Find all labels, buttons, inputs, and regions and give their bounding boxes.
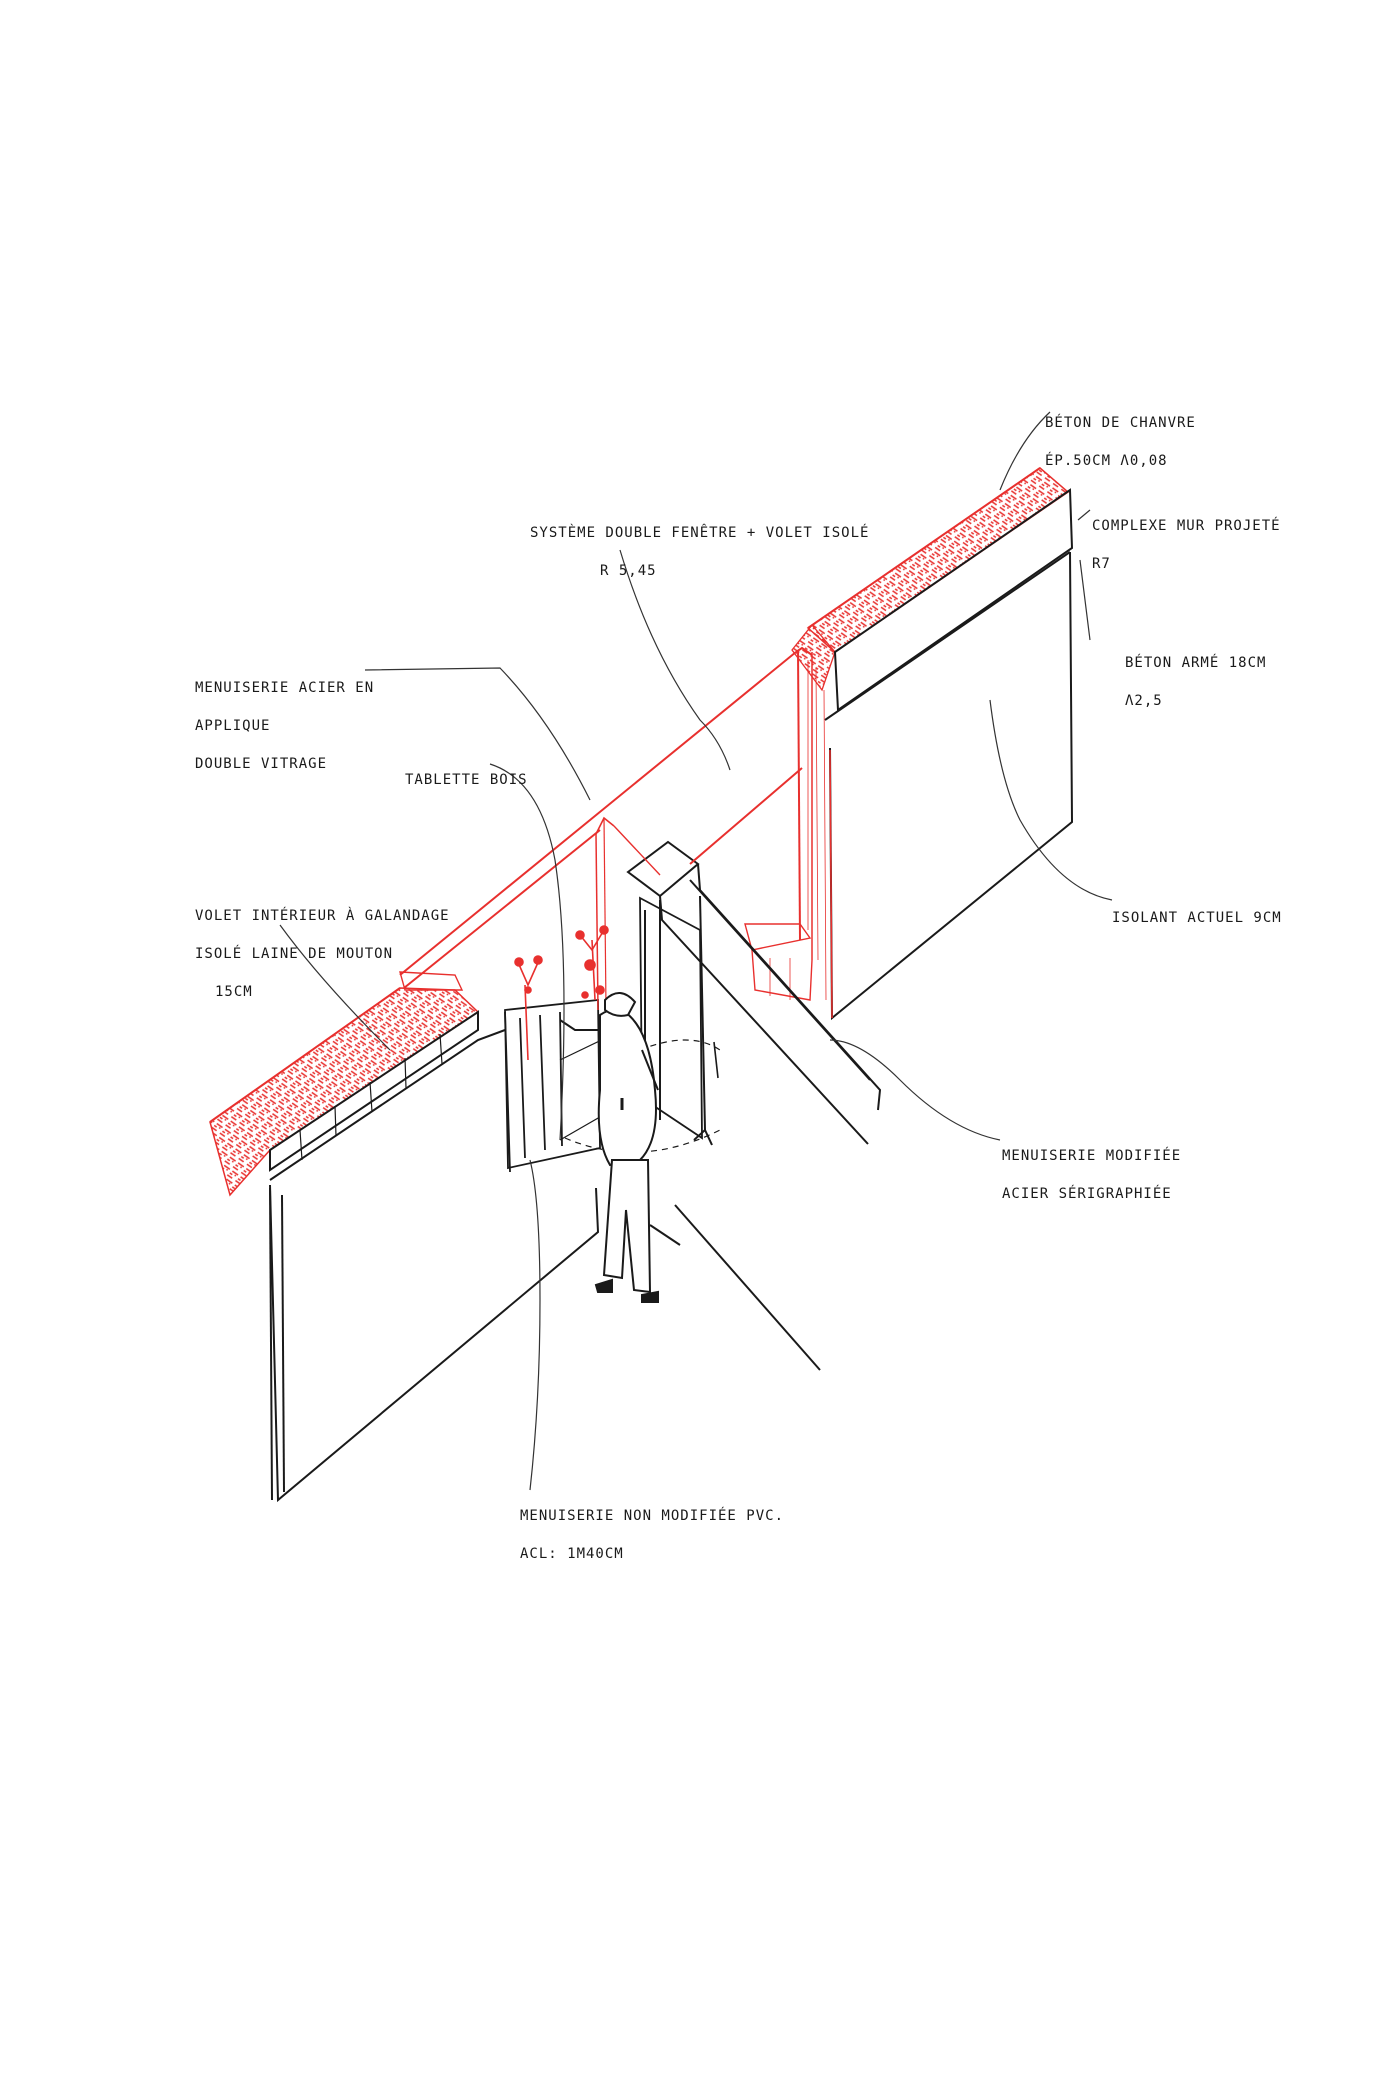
right-wall-top-edge <box>833 488 1074 712</box>
note-menuiserie-non-modifiee: Menuiserie non modifiée PVC. ACL: 1m40cm <box>520 1508 785 1562</box>
leader-tablette-bois <box>489 763 565 1141</box>
leader-menuiserie-non-modifiee <box>529 1159 541 1491</box>
leader-complexe-mur <box>1077 509 1091 521</box>
note-tablette-bois: Tablette bois <box>405 772 528 788</box>
left-wall-top-edge <box>269 1010 479 1172</box>
note-volet-interieur: Volet intérieur à galandage isolé laine … <box>195 908 450 1000</box>
note-menuiserie-acier: Menuiserie acier en applique double vitr… <box>195 680 375 772</box>
leader-lines <box>279 411 1113 1491</box>
left-wall-face <box>269 1184 600 1503</box>
double-window-line <box>399 646 813 989</box>
note-complexe-mur: Complexe mur projeté R7 <box>1092 518 1281 572</box>
leader-isolant <box>989 699 1113 901</box>
right-wall <box>744 467 1074 1021</box>
central-pier <box>626 840 882 1371</box>
person-figure <box>559 992 659 1303</box>
note-menuiserie-modifiee: Menuiserie modifiée acier sérigraphiée <box>1002 1148 1182 1202</box>
plant-decoration <box>514 925 609 1061</box>
left-wall <box>209 971 600 1503</box>
leader-beton-arme <box>1079 559 1091 641</box>
leader-menuiserie-acier <box>364 667 591 801</box>
note-systeme-double: Système double fenêtre + volet isolé R 5… <box>530 525 870 579</box>
leader-systeme-double <box>619 549 731 771</box>
note-beton-arme: Béton armé 18cm λ2,5 <box>1125 655 1267 709</box>
leader-menuiserie-modifiee <box>829 1039 1001 1141</box>
leader-beton-chanvre <box>999 411 1051 491</box>
note-isolant-actuel: Isolant actuel 9cm <box>1112 910 1282 926</box>
leader-volet <box>279 924 391 1051</box>
note-beton-chanvre: Béton de chanvre ép.50cm λ0,08 <box>1045 415 1196 469</box>
